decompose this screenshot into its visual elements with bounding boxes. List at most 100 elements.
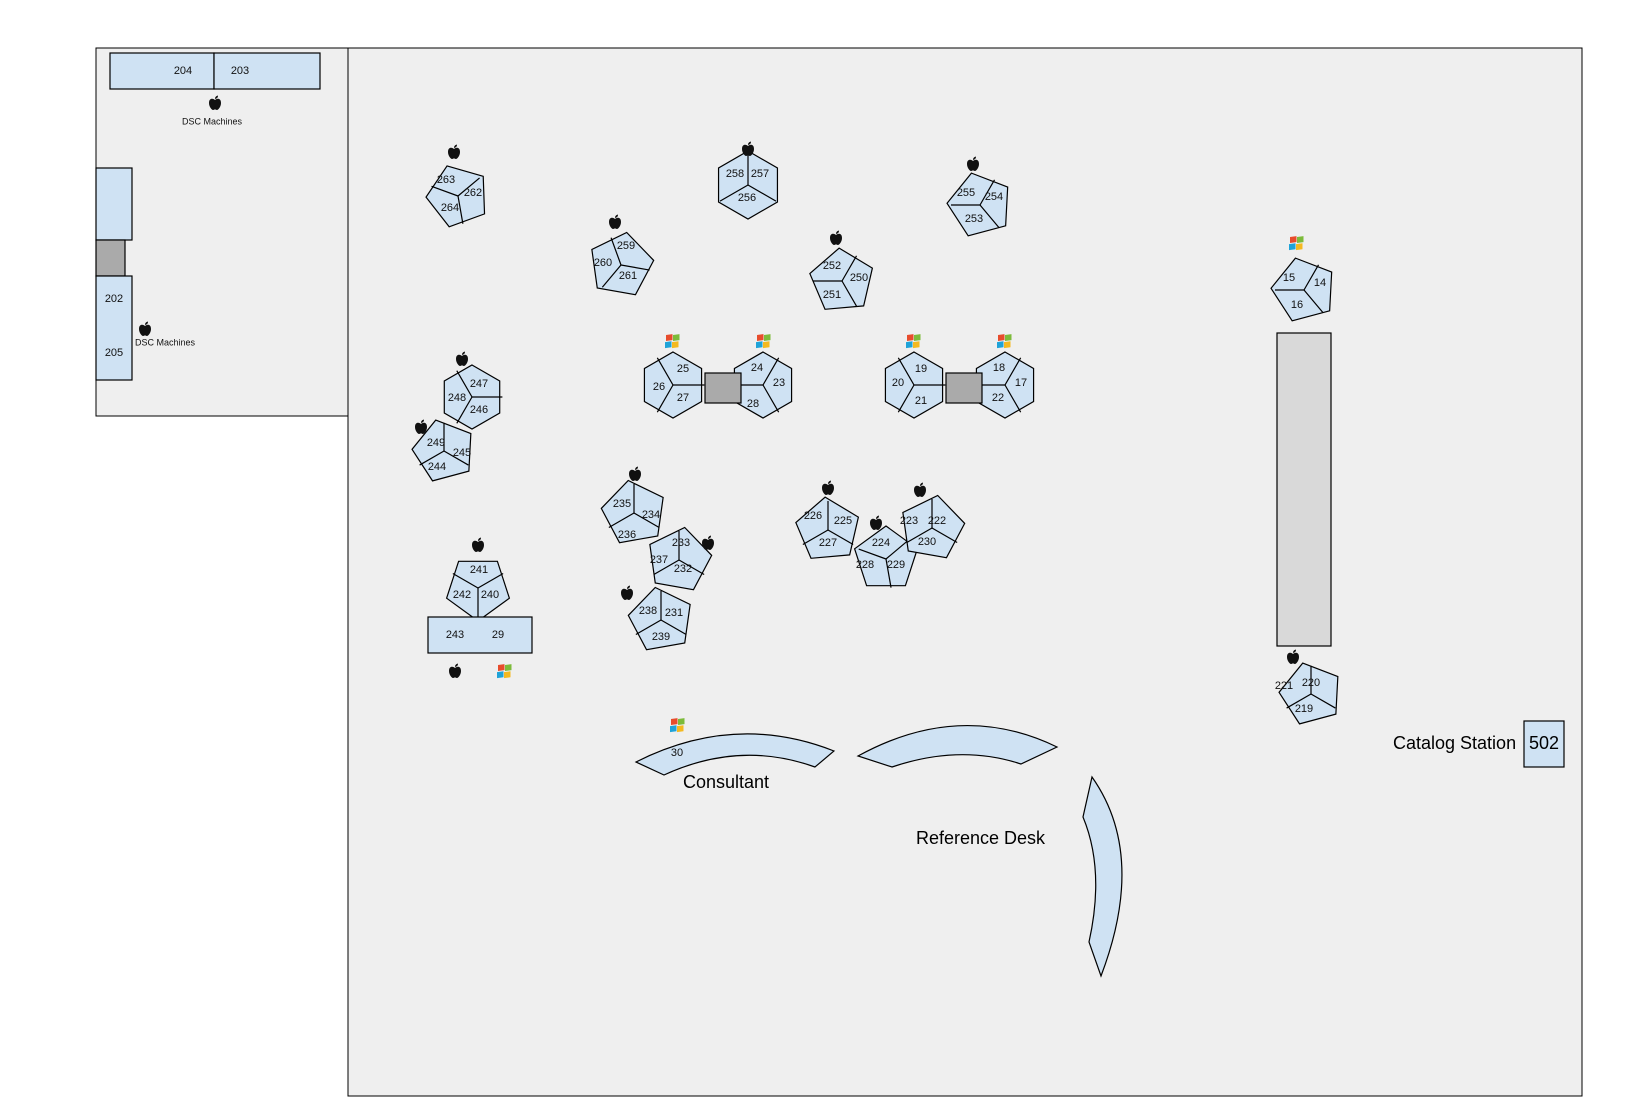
pod-224[interactable]: 224 228 229 [853, 515, 919, 588]
pod-table[interactable] [600, 479, 664, 544]
seat-235[interactable]: 235 [613, 498, 631, 510]
seat-23[interactable]: 23 [773, 377, 785, 389]
bench-243-29[interactable] [427, 616, 533, 654]
seat-257[interactable]: 257 [751, 168, 769, 180]
seat-14[interactable]: 14 [1314, 277, 1326, 289]
consultant-desk[interactable] [634, 733, 836, 776]
pod-235[interactable]: 235 234 236 [600, 466, 664, 544]
seat-220[interactable]: 220 [1302, 677, 1320, 689]
pod-table[interactable] [425, 165, 486, 228]
bench-seat-204[interactable] [109, 52, 215, 90]
left-bench[interactable] [95, 275, 133, 381]
seat-221[interactable]: 221 [1275, 680, 1293, 692]
pod-table[interactable] [1278, 662, 1339, 725]
pod-247[interactable]: 247 248 246 [443, 351, 503, 430]
pod-24[interactable]: 24 23 28 [731, 334, 793, 419]
seat-222[interactable]: 222 [928, 515, 946, 527]
pod-table[interactable] [649, 526, 713, 591]
seat-223[interactable]: 223 [900, 515, 918, 527]
reference-desk-arc-side[interactable] [1082, 775, 1123, 978]
seat-259[interactable]: 259 [617, 240, 635, 252]
seat-227[interactable]: 227 [819, 537, 837, 549]
pod-table[interactable] [902, 494, 966, 559]
pod-table[interactable] [627, 586, 691, 651]
pod-table[interactable] [809, 247, 874, 310]
catalog-station-box[interactable] [1523, 720, 1565, 768]
seat-260[interactable]: 260 [594, 257, 612, 269]
pod-15[interactable]: 15 14 16 [1270, 236, 1333, 322]
seat-17[interactable]: 17 [1015, 377, 1027, 389]
seat-234[interactable]: 234 [642, 509, 660, 521]
seat-27[interactable]: 27 [677, 392, 689, 404]
pod-table[interactable] [795, 496, 860, 559]
seat-248[interactable]: 248 [448, 392, 466, 404]
seat-19[interactable]: 19 [915, 363, 927, 375]
seat-21[interactable]: 21 [915, 395, 927, 407]
seat-16[interactable]: 16 [1291, 299, 1303, 311]
pod-18[interactable]: 18 17 22 [973, 334, 1035, 419]
seat-26[interactable]: 26 [653, 381, 665, 393]
seat-246[interactable]: 246 [470, 404, 488, 416]
pod-223[interactable]: 223 222 230 [900, 482, 966, 559]
seat-233[interactable]: 233 [672, 537, 690, 549]
pod-226[interactable]: 226 225 227 [795, 480, 860, 559]
seat-229[interactable]: 229 [887, 559, 905, 571]
seat-256[interactable]: 256 [738, 192, 756, 204]
seat-254[interactable]: 254 [985, 191, 1003, 203]
pod-table[interactable] [411, 419, 472, 482]
pod-258[interactable]: 258 257 256 [717, 141, 779, 220]
pod-19[interactable]: 19 20 21 [884, 334, 946, 419]
pod-25[interactable]: 25 26 27 [643, 334, 705, 419]
bench-seat-203[interactable] [213, 52, 321, 90]
seat-28[interactable]: 28 [747, 398, 759, 410]
seat-240[interactable]: 240 [481, 589, 499, 601]
pod-233[interactable]: 233 237 232 [649, 526, 714, 591]
pod-263[interactable]: 263 262 264 [425, 144, 486, 228]
seat-252[interactable]: 252 [823, 260, 841, 272]
seat-24[interactable]: 24 [751, 362, 763, 374]
seat-258[interactable]: 258 [726, 168, 744, 180]
seat-244[interactable]: 244 [428, 461, 446, 473]
seat-250[interactable]: 250 [850, 272, 868, 284]
left-bench-blank[interactable] [95, 167, 133, 241]
seat-242[interactable]: 242 [453, 589, 471, 601]
seat-262[interactable]: 262 [464, 187, 482, 199]
seat-15[interactable]: 15 [1283, 272, 1295, 284]
seat-239[interactable]: 239 [652, 631, 670, 643]
pod-221[interactable]: 221 220 219 [1275, 649, 1339, 725]
top-bench[interactable]: 204 203 [109, 52, 321, 90]
seat-241[interactable]: 241 [470, 564, 488, 576]
pod-table[interactable] [591, 231, 655, 296]
seat-20[interactable]: 20 [892, 377, 904, 389]
seat-249[interactable]: 249 [427, 437, 445, 449]
seat-228[interactable]: 228 [856, 559, 874, 571]
seat-22[interactable]: 22 [992, 392, 1004, 404]
pod-238[interactable]: 238 231 239 [621, 585, 691, 651]
seat-226[interactable]: 226 [804, 510, 822, 522]
pod-259[interactable]: 259 260 261 [591, 214, 655, 296]
seat-232[interactable]: 232 [674, 563, 692, 575]
pod-252[interactable]: 252 250 251 [809, 230, 874, 310]
seat-261[interactable]: 261 [619, 270, 637, 282]
pod-249[interactable]: 249 245 244 [411, 419, 472, 482]
seat-224[interactable]: 224 [872, 537, 890, 549]
seat-247[interactable]: 247 [470, 378, 488, 390]
seat-230[interactable]: 230 [918, 536, 936, 548]
seat-264[interactable]: 264 [441, 202, 459, 214]
seat-251[interactable]: 251 [823, 289, 841, 301]
pod-241[interactable]: 241 242 240 [445, 537, 511, 622]
seat-225[interactable]: 225 [834, 515, 852, 527]
seat-255[interactable]: 255 [957, 187, 975, 199]
seat-263[interactable]: 263 [437, 174, 455, 186]
seat-236[interactable]: 236 [618, 529, 636, 541]
seat-231[interactable]: 231 [665, 607, 683, 619]
seat-245[interactable]: 245 [453, 447, 471, 459]
seat-219[interactable]: 219 [1295, 703, 1313, 715]
seat-18[interactable]: 18 [993, 362, 1005, 374]
seat-25[interactable]: 25 [677, 363, 689, 375]
seat-238[interactable]: 238 [639, 605, 657, 617]
seat-253[interactable]: 253 [965, 213, 983, 225]
reference-desk-arc-top[interactable] [856, 724, 1059, 768]
seat-237[interactable]: 237 [650, 554, 668, 566]
